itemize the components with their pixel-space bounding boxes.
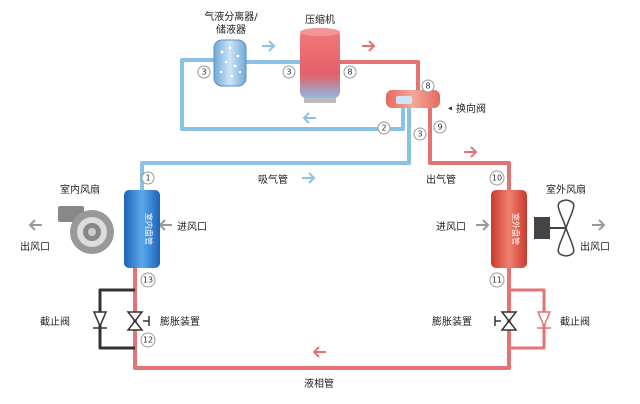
air-inlet-right-label: 进风口	[436, 221, 466, 233]
svg-text:9: 9	[437, 123, 442, 132]
point-marker-10: 10	[489, 170, 505, 186]
flow-arrow-air-out-left	[28, 219, 42, 231]
flow-arrow-discharge	[464, 146, 478, 158]
svg-text:11: 11	[492, 276, 502, 285]
air-inlet-left-label: 进风口	[177, 221, 207, 233]
separator-label-line2: 储液器	[216, 23, 246, 36]
reversing-valve	[386, 90, 440, 108]
stop-valve-right-label: 截止阀	[560, 315, 590, 328]
outdoor-coil-label: 室外盘管	[511, 213, 521, 245]
expansion-left-label: 膨胀装置	[160, 315, 200, 328]
point-marker-1: 1	[141, 171, 155, 185]
expansion-valve-left-icon	[126, 311, 150, 331]
compressor	[300, 28, 340, 103]
point-marker-2: 2	[377, 121, 391, 135]
air-outlet-left-label: 出风口	[20, 240, 50, 253]
svg-text:10: 10	[492, 174, 502, 183]
svg-text:3: 3	[286, 68, 291, 77]
liquid-pipe-label: 液相管	[304, 377, 334, 390]
reversing-valve-label: 换向阀	[456, 102, 486, 115]
stop-valve-bypass-left	[98, 288, 135, 350]
point-marker-8b: 8	[421, 79, 435, 93]
flow-arrow-top-loop	[302, 112, 316, 124]
svg-text:3: 3	[201, 68, 206, 77]
indoor-coil: 室内盘管	[124, 190, 160, 268]
svg-text:8: 8	[425, 82, 430, 91]
air-outlet-right-label: 出风口	[580, 240, 610, 253]
pointer-arrow-icon: ◂	[448, 104, 452, 113]
expansion-valve-right-icon	[494, 311, 518, 331]
flow-arrow-air-out-right	[592, 219, 606, 231]
svg-text:3: 3	[417, 130, 422, 139]
flow-arrow-air-in-right	[476, 219, 490, 231]
stop-valve-left-label: 截止阀	[40, 315, 70, 328]
indoor-fan-icon	[58, 206, 114, 254]
indoor-coil-label: 室内盘管	[144, 213, 154, 245]
compressor-label: 压缩机	[305, 13, 335, 26]
flow-arrow-air-in-left	[158, 219, 172, 231]
flow-arrow-separator	[262, 40, 276, 52]
outdoor-fan-label: 室外风扇	[546, 183, 586, 196]
point-marker-3c: 3	[413, 127, 427, 141]
stop-valve-bypass-right	[509, 288, 546, 350]
suction-return-pipe	[180, 58, 405, 131]
outdoor-fan-icon	[534, 199, 575, 257]
separator-label-line1: 气液分离器/	[204, 10, 258, 23]
point-marker-8a: 8	[343, 65, 357, 79]
svg-text:8: 8	[347, 68, 352, 77]
indoor-fan-label: 室内风扇	[60, 183, 100, 196]
expansion-right-label: 膨胀装置	[432, 315, 472, 328]
discharge-pipe	[428, 108, 511, 190]
point-marker-13: 13	[140, 272, 156, 288]
point-marker-11: 11	[489, 272, 505, 288]
stop-valve-right-icon	[536, 311, 552, 329]
svg-text:12: 12	[143, 336, 153, 345]
point-marker-9: 9	[433, 120, 447, 134]
flow-arrow-compressor	[362, 40, 376, 52]
flow-arrow-liquid	[312, 346, 326, 358]
point-marker-12: 12	[140, 332, 156, 348]
suction-pipe-label: 吸气管	[258, 173, 288, 186]
svg-text:13: 13	[143, 276, 153, 285]
svg-text:2: 2	[381, 124, 386, 133]
point-marker-3a: 3	[197, 65, 211, 79]
stop-valve-left-icon	[92, 311, 108, 329]
flow-arrow-suction	[302, 172, 316, 184]
compressor-discharge-pipe	[338, 60, 420, 90]
outdoor-coil: 室外盘管	[491, 190, 527, 268]
gas-liquid-separator	[213, 39, 247, 87]
point-marker-3b: 3	[282, 65, 296, 79]
discharge-pipe-label: 出气管	[426, 173, 456, 186]
svg-text:1: 1	[145, 174, 150, 183]
